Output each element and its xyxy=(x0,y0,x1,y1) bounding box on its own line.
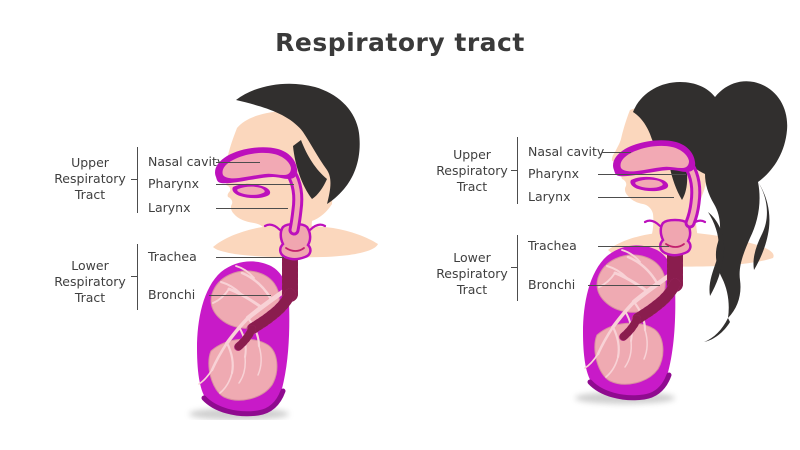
lungs xyxy=(575,245,676,404)
pharynx xyxy=(285,167,304,236)
leader-pharynx-right xyxy=(598,174,686,176)
leader-nasal-cavity-left xyxy=(216,162,260,164)
leader-larynx-left xyxy=(216,208,288,210)
figure-male xyxy=(189,83,378,420)
label-pharynx-right: Pharynx xyxy=(528,166,579,181)
upper-respiratory-tract-label-right: Upper Respiratory Tract xyxy=(436,147,508,194)
lower-bracket-left xyxy=(137,244,139,310)
figure-female xyxy=(575,81,788,404)
upper-bracket-tick-right xyxy=(511,170,517,172)
trachea-tube xyxy=(619,245,683,341)
leader-larynx-right xyxy=(598,197,674,199)
nasal-cavity xyxy=(613,140,696,192)
leader-bronchi-right xyxy=(588,285,660,287)
upper-bracket-tick-left xyxy=(131,179,137,181)
label-bronchi-right: Bronchi xyxy=(528,277,576,292)
pharynx xyxy=(683,160,702,229)
lower-bracket-tick-left xyxy=(131,276,137,278)
leader-trachea-left xyxy=(216,257,284,259)
lower-bracket-tick-right xyxy=(511,267,517,269)
lower-bracket-right xyxy=(517,235,519,301)
hair xyxy=(236,83,360,204)
lower-respiratory-tract-label-right: Lower Respiratory Tract xyxy=(436,250,508,297)
nasal-cavity xyxy=(215,147,298,199)
label-trachea-right: Trachea xyxy=(528,238,577,253)
label-larynx-right: Larynx xyxy=(528,189,571,204)
leader-bronchi-left xyxy=(209,295,271,297)
leader-trachea-right xyxy=(598,246,669,248)
label-nasal-cavity-right: Nasal cavity xyxy=(528,144,605,159)
bronchial-tree xyxy=(198,265,287,394)
upper-bracket-left xyxy=(137,147,139,213)
label-bronchi-left: Bronchi xyxy=(148,287,196,302)
label-nasal-cavity-left: Nasal cavity xyxy=(148,154,225,169)
leader-nasal-cavity-right xyxy=(602,152,631,154)
upper-respiratory-tract-label-left: Upper Respiratory Tract xyxy=(54,155,126,202)
page-title: Respiratory tract xyxy=(275,28,525,57)
label-trachea-left: Trachea xyxy=(148,249,197,264)
larynx xyxy=(263,222,327,261)
lower-respiratory-tract-label-left: Lower Respiratory Tract xyxy=(54,258,126,305)
leader-pharynx-left xyxy=(216,184,294,186)
trachea-tube xyxy=(234,249,298,351)
label-pharynx-left: Pharynx xyxy=(148,176,199,191)
hair xyxy=(633,81,788,342)
label-larynx-left: Larynx xyxy=(148,200,191,215)
upper-bracket-right xyxy=(517,137,519,204)
head xyxy=(217,110,335,249)
